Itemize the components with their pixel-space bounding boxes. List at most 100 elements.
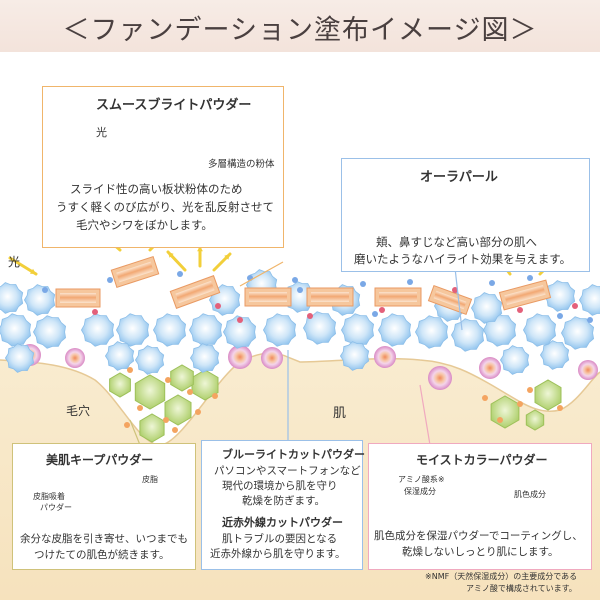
sebum-dot <box>212 393 218 399</box>
smooth-bright-plate <box>498 279 552 311</box>
nir-heading: 近赤外線カットパウダー <box>222 516 343 529</box>
sebum-absorb-hexagon <box>534 379 562 411</box>
sebum-dot <box>165 377 171 383</box>
moist-color-particle <box>65 348 85 368</box>
aura-pearl-sphere <box>262 313 297 347</box>
sebum-absorb-hexagon <box>109 372 131 398</box>
moist-powder-heading: モイストカラーパウダー <box>416 453 548 467</box>
sebum-dot <box>124 422 130 428</box>
smooth-bright-plate <box>427 285 473 315</box>
aura-pearl-sphere <box>0 282 24 314</box>
smooth-bright-plate <box>374 287 422 307</box>
aura-pearl-sphere <box>539 340 570 370</box>
aura-pearl-sphere <box>377 313 412 347</box>
smooth-desc-1: スライド性の高い板状粉体のため <box>70 182 243 196</box>
aura-pearl-sphere <box>339 341 370 371</box>
nir-dot <box>215 303 221 309</box>
moist-color-particle <box>261 347 283 369</box>
pore-label: 毛穴 <box>66 404 91 418</box>
aura-pearl-sphere <box>115 313 150 347</box>
aura-pearl-sphere <box>450 318 485 352</box>
footnote-2: アミノ酸で構成されています。 <box>466 584 577 593</box>
smooth-bright-plate <box>169 275 221 309</box>
aura-pearl-heading: オーラパール <box>420 170 498 185</box>
sebum-dot <box>195 409 201 415</box>
aura-pearl-sphere <box>189 343 220 373</box>
light-label: 光 <box>96 126 107 139</box>
aura-pearl-sphere <box>470 292 503 324</box>
light-label-left: 光 <box>8 255 21 269</box>
light-ray-head <box>224 254 230 260</box>
aura-pearl-sphere <box>499 345 530 375</box>
nir-desc-2: 近赤外線から肌を守ります。 <box>210 548 346 560</box>
amino-label-1: アミノ酸系※ <box>398 475 445 484</box>
amino-label-2: 保湿成分 <box>404 487 436 496</box>
smooth-bright-plate <box>306 287 354 307</box>
bluelight-dot <box>177 271 183 277</box>
moist-desc-1: 肌色成分を保湿パウダーでコーティングし、 <box>374 530 583 542</box>
aura-pearl-sphere <box>578 284 600 316</box>
bluelight-dot <box>557 313 563 319</box>
aura-pearl-sphere <box>340 313 375 347</box>
nir-dot <box>92 309 98 315</box>
sebum-dot <box>482 395 488 401</box>
aura-pearl-sphere <box>32 315 67 349</box>
aura-desc-1: 頬、鼻すじなど高い部分の肌へ <box>376 235 537 249</box>
smooth-desc-3: 毛穴やシワをぼかします。 <box>76 218 213 232</box>
moist-desc-2: 乾燥しないしっとり肌にします。 <box>402 546 559 558</box>
aura-pearl-sphere <box>23 284 56 316</box>
nir-dot <box>307 313 313 319</box>
bluelight-heading: ブルーライトカットパウダー <box>222 448 365 461</box>
smooth-powder-callout <box>42 86 284 248</box>
moist-color-particle <box>479 357 501 379</box>
nir-dot <box>237 317 243 323</box>
bluelight-dot <box>360 281 366 287</box>
smooth-bright-plate <box>110 256 160 288</box>
sebum-dot <box>497 417 503 423</box>
bluelight-dot <box>587 317 593 323</box>
aura-pearl-sphere <box>188 313 223 347</box>
light-ray-head <box>197 246 203 252</box>
moist-color-particle <box>374 346 396 368</box>
smooth-bright-plate <box>244 287 292 307</box>
nir-dot <box>572 303 578 309</box>
bluelight-dot <box>372 311 378 317</box>
aura-pearl-sphere <box>302 311 337 345</box>
moist-color-particle <box>428 366 452 390</box>
title-bar <box>0 0 600 52</box>
absorb-label-1: 皮脂吸着 <box>33 492 65 501</box>
sebum-absorb-hexagon <box>164 394 192 426</box>
bluelight-dot <box>107 277 113 283</box>
smooth-desc-2: うすく軽くのび広がり、光を乱反射させて <box>56 200 275 214</box>
page-title: ＜ファンデーション塗布イメージ図＞ <box>62 15 538 46</box>
sebum-absorb-hexagon <box>525 409 545 431</box>
sebum-dot <box>137 405 143 411</box>
smooth-powder-heading: スムースブライトパウダー <box>96 98 252 113</box>
bluelight-callout <box>201 440 363 570</box>
keep-powder-heading: 美肌キープパウダー <box>46 453 154 467</box>
smooth-bright-plate <box>55 288 101 308</box>
keep-desc-2: つけたての肌色が続きます。 <box>34 549 170 561</box>
bluelight-dot <box>527 275 533 281</box>
skin-label: 肌 <box>333 406 347 421</box>
sebum-dot <box>187 389 193 395</box>
aura-pearl-sphere <box>134 345 165 375</box>
bluelight-desc-3: 乾燥を防ぎます。 <box>242 495 325 507</box>
sebum-dot <box>172 427 178 433</box>
sebum-dot <box>527 387 533 393</box>
aura-pearl-sphere <box>152 313 187 347</box>
aura-pearl-callout <box>341 158 590 272</box>
nir-dot <box>517 307 523 313</box>
aura-desc-2: 磨いたようなハイライト効果を与えます。 <box>354 252 572 266</box>
nir-dot <box>379 307 385 313</box>
light-ray-head <box>30 268 36 274</box>
nir-dot <box>452 287 458 293</box>
bluelight-desc-2: 現代の環境から肌を守り <box>222 480 338 492</box>
light-ray-head <box>168 252 174 258</box>
bluelight-dot <box>42 287 48 293</box>
aura-pearl-sphere <box>560 316 595 350</box>
aura-pearl-sphere <box>482 313 517 347</box>
aura-pearl-sphere <box>222 315 257 349</box>
nir-desc-1: 肌トラブルの要因となる <box>222 533 338 545</box>
sebum-dot <box>163 417 169 423</box>
